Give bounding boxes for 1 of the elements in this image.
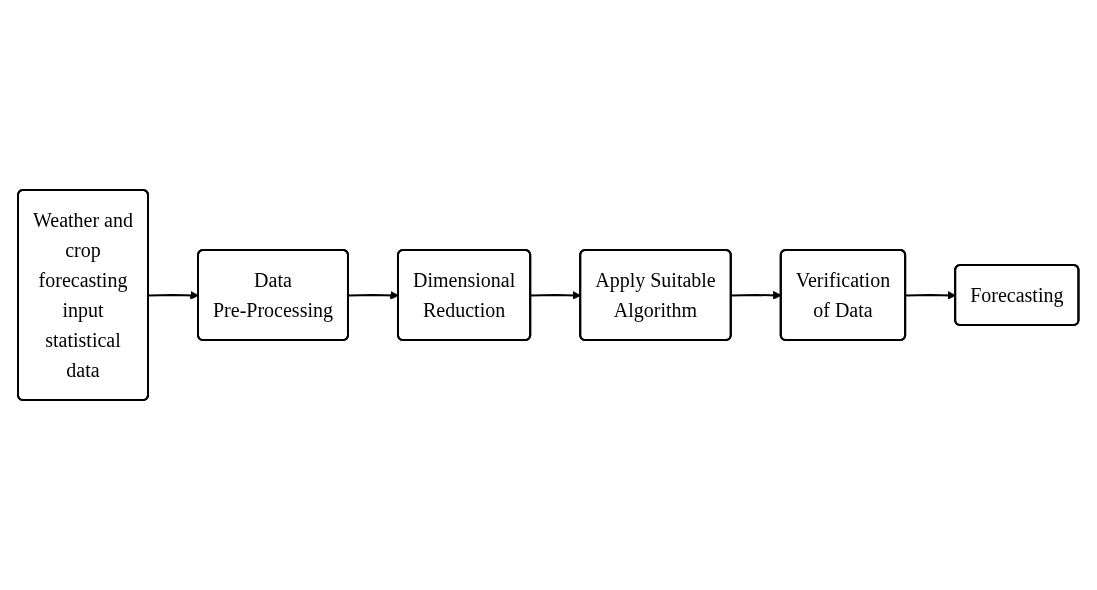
node-text: Weather and crop forecasting input statistical data [33,209,134,381]
